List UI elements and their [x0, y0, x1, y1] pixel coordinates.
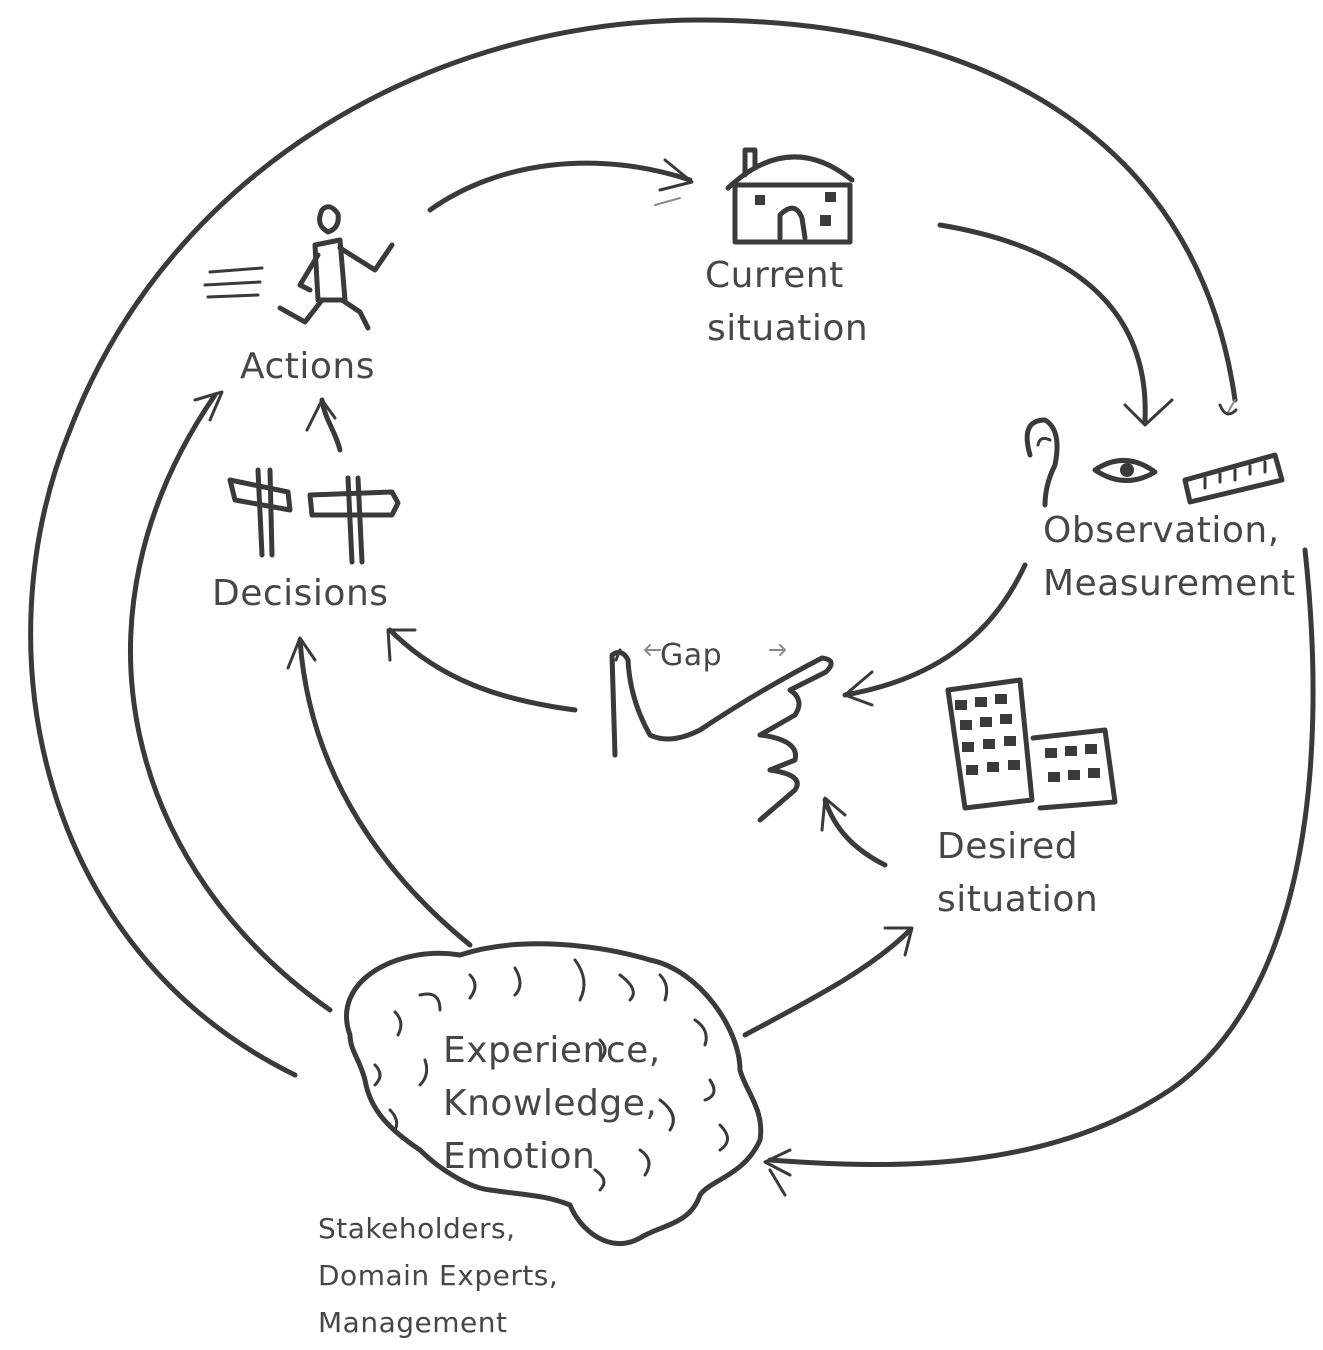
current-situation-label-line1: Current: [705, 255, 844, 296]
ear-icon: [1027, 420, 1057, 505]
desired-situation-label-line2: situation: [937, 879, 1098, 920]
decisions-label: Decisions: [212, 573, 389, 614]
people-label-line2: Domain Experts,: [318, 1259, 558, 1292]
eye-icon: [1095, 460, 1155, 480]
arrow-brain-to-decisions: [288, 638, 470, 945]
buildings-icon: [948, 680, 1115, 808]
people-label-line3: Management: [318, 1306, 507, 1339]
actions-label: Actions: [240, 346, 375, 387]
brain-label-line1: Experience,: [443, 1030, 661, 1071]
arrow-decisions-to-actions: [307, 400, 340, 450]
observation-label-line1: Observation,: [1043, 510, 1280, 551]
gap-label: Gap: [660, 638, 722, 673]
desired-situation-label-line1: Desired: [937, 826, 1078, 867]
signpost-icon: [230, 470, 398, 562]
running-person-icon: [205, 207, 392, 328]
house-icon: [728, 150, 852, 242]
people-label-line1: Stakeholders,: [318, 1212, 516, 1245]
current-situation-label-line2: situation: [707, 308, 868, 349]
brain-label-line2: Knowledge,: [443, 1083, 657, 1124]
arrow-brain-to-desired: [745, 928, 912, 1035]
observation-label-line2: Measurement: [1043, 563, 1296, 604]
brain-label-line3: Emotion: [443, 1136, 595, 1177]
arrow-desired-to-gap: [822, 798, 885, 865]
arrow-gap-to-decisions: [388, 630, 575, 710]
arrow-current-to-observation: [940, 225, 1172, 425]
arrow-actions-to-current: [430, 160, 692, 210]
ruler-icon: [1185, 455, 1282, 502]
